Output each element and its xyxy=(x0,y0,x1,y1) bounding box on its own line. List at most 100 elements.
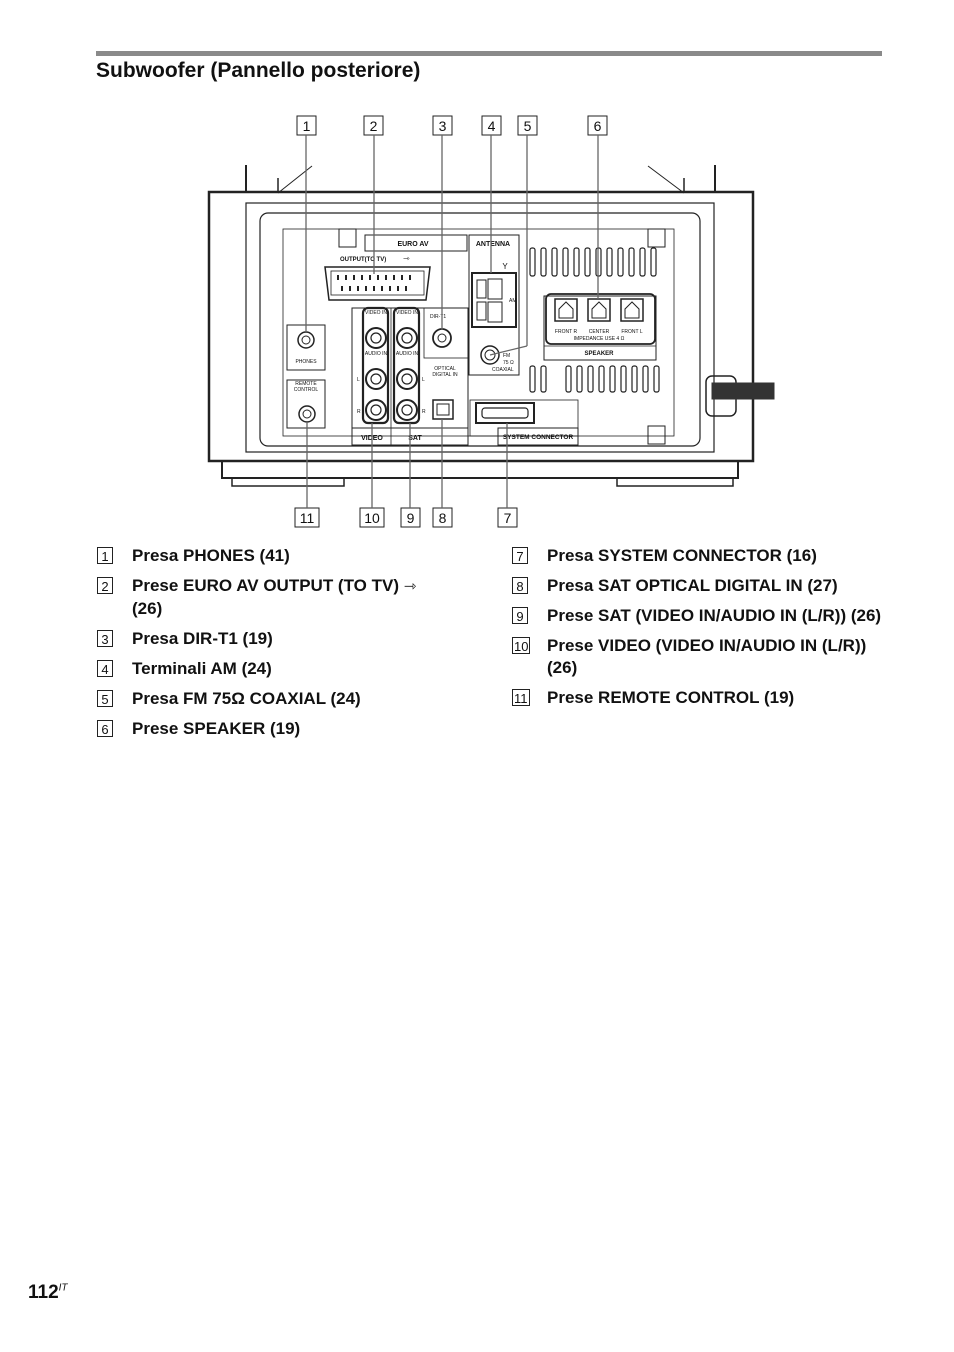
audio-in-label-1: AUDIO IN xyxy=(364,351,388,357)
svg-text:R: R xyxy=(357,409,361,415)
item-text: Terminali AM (24) xyxy=(132,659,272,678)
remote-control-jack: REMOTE CONTROL xyxy=(286,379,326,429)
legend-item-4: 4 Terminali AM (24) xyxy=(97,658,477,680)
svg-text:FRONT R: FRONT R xyxy=(555,329,578,335)
svg-text:SYSTEM CONNECTOR: SYSTEM CONNECTOR xyxy=(503,434,574,441)
svg-text:FRONT L: FRONT L xyxy=(621,329,643,335)
rear-panel-figure: 1 2 3 4 5 6 11 10 9 8 7 xyxy=(200,100,780,540)
svg-text:2: 2 xyxy=(370,118,378,134)
legend-left: 1 Presa PHONES (41) 2 Prese EURO AV OUTPUT… xyxy=(97,545,477,748)
legend-item-9: 9 Prese SAT (VIDEO IN/AUDIO IN (L/R)) (26… xyxy=(512,605,892,627)
callout-7: 7 xyxy=(497,507,518,528)
svg-text:COAXIAL: COAXIAL xyxy=(492,367,514,373)
item-number: 6 xyxy=(97,720,113,737)
callout-5: 5 xyxy=(517,115,538,136)
callout-6: 6 xyxy=(587,115,608,136)
svg-text:CENTER: CENTER xyxy=(589,329,610,335)
svg-text:6: 6 xyxy=(594,118,602,134)
item-number: 7 xyxy=(512,547,528,564)
page-number-value: 112 xyxy=(28,1282,59,1303)
svg-text:11: 11 xyxy=(300,510,315,526)
remote-control-label: REMOTE CONTROL xyxy=(293,381,319,393)
svg-text:SAT: SAT xyxy=(408,435,422,442)
item-text: Prese EURO AV OUTPUT (TO TV) xyxy=(132,576,400,595)
callout-10: 10 xyxy=(359,507,385,528)
item-text: Prese SAT (VIDEO IN/AUDIO IN (L/R)) (26) xyxy=(547,606,882,625)
item-number: 1 xyxy=(97,547,113,564)
callout-4: 4 xyxy=(481,115,502,136)
svg-text:4: 4 xyxy=(488,118,496,134)
item-text: Presa SYSTEM CONNECTOR (16) xyxy=(547,546,817,565)
callout-3: 3 xyxy=(432,115,453,136)
callout-1: 1 xyxy=(296,115,317,136)
rear-panel-drawing: 1 2 3 4 5 6 11 10 9 8 7 xyxy=(207,115,775,528)
svg-text:7: 7 xyxy=(504,510,512,526)
page-number: 112IT xyxy=(28,1282,68,1304)
svg-text:FM: FM xyxy=(503,353,510,359)
item-number: 4 xyxy=(97,660,113,677)
svg-text:AM: AM xyxy=(509,298,517,304)
item-number: 3 xyxy=(97,630,113,647)
svg-text:IMPEDANCE USE 4 Ω: IMPEDANCE USE 4 Ω xyxy=(574,336,625,342)
svg-text:L: L xyxy=(422,377,425,383)
item-number: 2 xyxy=(97,577,113,594)
vent-slots-bottom xyxy=(529,365,660,393)
svg-text:9: 9 xyxy=(407,510,415,526)
legend-item-6: 6 Prese SPEAKER (19) xyxy=(97,718,477,740)
legend-item-1: 1 Presa PHONES (41) xyxy=(97,545,477,567)
item-number: 8 xyxy=(512,577,528,594)
legend-item-10: 10 Prese VIDEO (VIDEO IN/AUDIO IN (L/R)) … xyxy=(512,635,892,679)
item-text: Prese SPEAKER (19) xyxy=(132,719,301,738)
svg-text:8: 8 xyxy=(439,510,447,526)
item-number: 9 xyxy=(512,607,528,624)
item-text-cont: (26) xyxy=(132,599,163,618)
item-number: 11 xyxy=(512,689,530,706)
callout-11: 11 xyxy=(294,507,320,528)
svg-text:ANTENNA: ANTENNA xyxy=(476,241,510,248)
callout-9: 9 xyxy=(400,507,421,528)
svg-text:75 Ω: 75 Ω xyxy=(503,360,514,366)
svg-text:10: 10 xyxy=(364,510,380,526)
euro-av-section: EURO AV OUTPUT(TO TV) ⇾ xyxy=(324,234,468,301)
item-text: Prese REMOTE CONTROL (19) xyxy=(547,688,795,707)
legend-item-7: 7 Presa SYSTEM CONNECTOR (16) xyxy=(512,545,892,567)
legend-item-8: 8 Presa SAT OPTICAL DIGITAL IN (27) xyxy=(512,575,892,597)
svg-text:⇾: ⇾ xyxy=(403,254,410,263)
callout-2: 2 xyxy=(363,115,384,136)
item-number: 10 xyxy=(512,637,531,654)
svg-text:L: L xyxy=(357,377,360,383)
power-cord xyxy=(705,375,775,417)
svg-text:Y: Y xyxy=(502,262,508,271)
callout-8: 8 xyxy=(432,507,453,528)
svg-text:DIR-T1: DIR-T1 xyxy=(430,314,446,320)
system-connector: SYSTEM CONNECTOR xyxy=(469,399,579,446)
item-text: Presa DIR-T1 (19) xyxy=(132,629,273,648)
item-text: Presa SAT OPTICAL DIGITAL IN (27) xyxy=(547,576,838,595)
item-text: Prese VIDEO (VIDEO IN/AUDIO IN (L/R)) (2… xyxy=(547,636,867,677)
svg-text:5: 5 xyxy=(524,118,532,134)
svg-text:R: R xyxy=(422,409,426,415)
svg-text:SPEAKER: SPEAKER xyxy=(584,351,614,357)
svg-text:1: 1 xyxy=(303,118,311,134)
item-number: 5 xyxy=(97,690,113,707)
dir-t1-optical: DIR-T1 OPTICAL DIGITAL IN xyxy=(423,307,469,420)
legend-item-5: 5 Presa FM 75Ω COAXIAL (24) xyxy=(97,688,477,710)
svg-text:OUTPUT(TO TV): OUTPUT(TO TV) xyxy=(340,257,386,263)
item-text: Presa PHONES (41) xyxy=(132,546,290,565)
item-text: Presa FM 75Ω COAXIAL (24) xyxy=(132,689,361,708)
leader-lines xyxy=(305,135,599,508)
video-in-label-1: VIDEO IN xyxy=(365,310,387,316)
audio-in-label-2: AUDIO IN xyxy=(395,351,419,357)
optical-label: OPTICAL DIGITAL IN xyxy=(432,366,458,378)
header-rule xyxy=(96,51,882,56)
svg-text:PHONES: PHONES xyxy=(295,359,317,365)
page-title: Subwoofer (Pannello posteriore) xyxy=(96,59,421,82)
legend-item-3: 3 Presa DIR-T1 (19) xyxy=(97,628,477,650)
page-locale: IT xyxy=(58,1282,68,1294)
legend-item-11: 11 Prese REMOTE CONTROL (19) xyxy=(512,687,892,709)
svg-text:EURO AV: EURO AV xyxy=(397,241,428,248)
svg-text:3: 3 xyxy=(439,118,447,134)
video-in-label-2: VIDEO IN xyxy=(396,310,418,316)
speaker-section: FRONT R CENTER FRONT L IMPEDANCE USE 4 Ω… xyxy=(543,293,657,361)
